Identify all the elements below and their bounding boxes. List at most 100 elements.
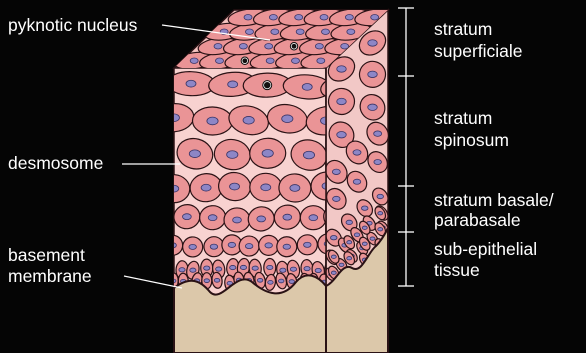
- cell-nucleus: [315, 44, 323, 49]
- cell-nucleus: [337, 98, 347, 104]
- cell-nucleus: [333, 196, 341, 201]
- connective-tissue-front: [174, 275, 326, 353]
- cell-nucleus: [169, 243, 177, 248]
- cell-nucleus: [283, 214, 292, 220]
- cell-nucleus: [204, 266, 210, 270]
- cell-nucleus: [183, 214, 192, 220]
- cell: [204, 236, 225, 257]
- cell: [249, 138, 286, 169]
- cell-nucleus: [354, 233, 360, 237]
- cell: [300, 205, 327, 230]
- cell-nucleus: [347, 241, 352, 244]
- cell-nucleus: [261, 184, 271, 191]
- cell-nucleus: [378, 212, 383, 215]
- cell-nucleus: [266, 58, 274, 63]
- cell-nucleus: [374, 159, 382, 164]
- cell-nucleus: [179, 268, 185, 272]
- cell-nucleus: [370, 237, 375, 240]
- cell-nucleus: [190, 58, 198, 63]
- label-superficiale-2: superficiale: [434, 41, 523, 61]
- cell-nucleus: [269, 15, 277, 20]
- cell-nucleus: [230, 183, 240, 190]
- cell-nucleus: [295, 15, 303, 20]
- cell-nucleus: [331, 271, 336, 274]
- cell-nucleus: [189, 150, 200, 158]
- cell-nucleus: [368, 40, 378, 46]
- cell-nucleus: [267, 265, 273, 269]
- cell-nucleus: [233, 217, 242, 223]
- cell-nucleus: [368, 104, 378, 110]
- cell: [239, 236, 260, 257]
- cell-nucleus: [186, 80, 196, 87]
- cell-nucleus: [296, 29, 304, 34]
- pyknotic-nucleus: [242, 58, 247, 63]
- cell-nucleus: [252, 266, 258, 270]
- label-spinosum-2: spinosum: [434, 130, 509, 150]
- cell-nucleus: [190, 268, 196, 272]
- cell-nucleus: [320, 15, 328, 20]
- cell: [297, 235, 317, 255]
- label-desmosome: desmosome: [8, 153, 103, 173]
- cell-nucleus: [244, 15, 252, 20]
- cell-nucleus: [371, 15, 379, 20]
- cell-nucleus: [210, 244, 218, 249]
- cell-nucleus: [257, 216, 266, 222]
- cell-nucleus: [265, 44, 273, 49]
- cell-nucleus: [362, 206, 369, 210]
- cell-nucleus: [309, 215, 318, 221]
- cell-nucleus: [240, 265, 246, 269]
- cell-nucleus: [290, 185, 300, 192]
- cell-nucleus: [230, 265, 236, 269]
- cell-nucleus: [362, 242, 367, 245]
- cell: [192, 107, 233, 136]
- cell-nucleus: [246, 29, 254, 34]
- cell-nucleus: [322, 29, 330, 34]
- label-superficiale-1: stratum: [434, 19, 492, 39]
- cell-nucleus: [304, 266, 310, 270]
- cell-nucleus: [268, 281, 274, 285]
- label-spinosum-1: stratum: [434, 108, 492, 128]
- cell-nucleus: [227, 151, 238, 159]
- label-basale-1: stratum basale/: [434, 190, 554, 210]
- cell-nucleus: [378, 228, 383, 231]
- cell-nucleus: [201, 184, 211, 191]
- cell-nucleus: [337, 66, 347, 72]
- cell-nucleus: [262, 149, 273, 157]
- cell-nucleus: [368, 71, 378, 77]
- pyknotic-nucleus: [292, 44, 297, 49]
- cell-nucleus: [339, 263, 344, 266]
- cell-nucleus: [228, 81, 238, 88]
- cell-nucleus: [204, 279, 210, 283]
- cell-nucleus: [303, 151, 314, 159]
- cell-nucleus: [216, 58, 224, 63]
- cell-nucleus: [353, 150, 361, 155]
- cell-nucleus: [290, 267, 296, 271]
- cell-nucleus: [332, 169, 340, 174]
- label-subepithelial-2: tissue: [434, 260, 480, 280]
- cell-nucleus: [377, 194, 384, 198]
- label-basement-line2: membrane: [8, 266, 92, 286]
- cell-nucleus: [245, 244, 253, 249]
- label-pyknotic-nucleus: pyknotic nucleus: [8, 15, 138, 35]
- cell-nucleus: [257, 278, 263, 282]
- cell-nucleus: [292, 58, 300, 63]
- cell-nucleus: [337, 131, 347, 137]
- basal-cell: [264, 258, 276, 276]
- cell-nucleus: [289, 280, 295, 284]
- cell: [224, 208, 250, 232]
- pyknotic-nucleus: [264, 82, 270, 88]
- cell-nucleus: [315, 268, 321, 272]
- cell-nucleus: [170, 279, 176, 283]
- cell-nucleus: [346, 220, 353, 224]
- cell-nucleus: [317, 58, 325, 63]
- label-basement-line1: basement: [8, 245, 85, 265]
- cell-nucleus: [374, 131, 382, 136]
- cell-nucleus: [228, 242, 236, 247]
- cell-nucleus: [331, 255, 336, 258]
- cell-nucleus: [214, 278, 220, 282]
- cell-nucleus: [280, 268, 286, 272]
- cell-nucleus: [214, 44, 222, 49]
- cell-nucleus: [216, 267, 222, 271]
- cell: [249, 173, 282, 202]
